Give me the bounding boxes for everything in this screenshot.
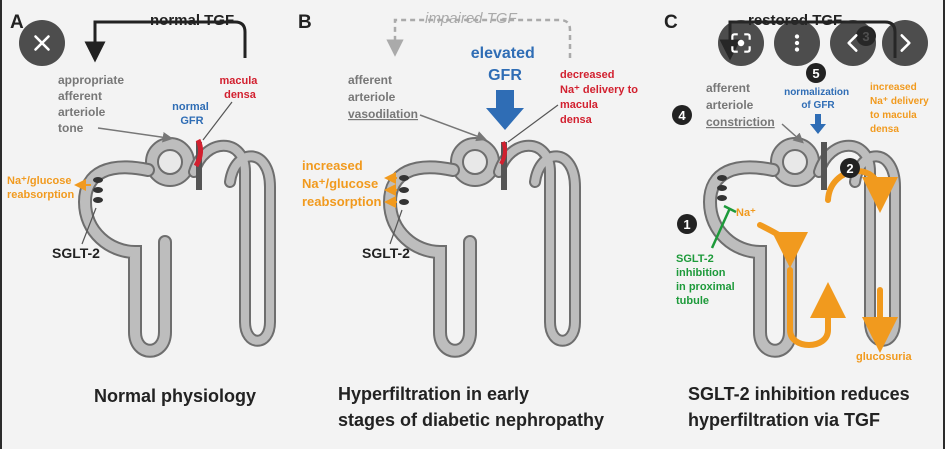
- panel-c-glucosuria-label: glucosuria: [856, 351, 913, 363]
- panel-b-afferent-pointer: [419, 114, 487, 142]
- panel-c: C restored TGF Na⁺ SGLT-2 inhibition in …: [664, 12, 931, 430]
- panel-a-letter: A: [10, 12, 24, 33]
- panel-b-letter: B: [298, 12, 312, 33]
- next-button[interactable]: [882, 20, 928, 66]
- panel-b-macula-label: decreased Na⁺ delivery to macula densa: [560, 69, 641, 126]
- panel-a-macula-pointer: [202, 101, 233, 141]
- panel-b-tgf-label: impaired TGF: [425, 10, 518, 27]
- panel-b-sglt-transporters: [384, 172, 409, 208]
- panel-c-na-label: Na⁺: [736, 207, 756, 219]
- close-icon: [34, 35, 50, 51]
- panel-a-reabsorption-label: Na⁺/glucose reabsorption: [7, 175, 75, 201]
- panel-c-step-1: 1: [677, 214, 697, 234]
- panel-c-sglt-transporters: [717, 175, 727, 201]
- chevron-left-icon: [847, 34, 858, 52]
- panel-b-caption: Hyperfiltration in early stages of diabe…: [338, 384, 604, 430]
- panel-b-afferent-label: afferent arteriole vasodilation: [348, 73, 418, 121]
- panel-b-gfr-arrow: [486, 90, 524, 130]
- panel-c-gfr-label: normalization of GFR: [784, 87, 852, 111]
- panel-c-macula-label: increased Na⁺ delivery to macula densa: [870, 82, 931, 135]
- panel-a-sglt-pointer: [81, 207, 97, 245]
- svg-text:5: 5: [812, 66, 819, 81]
- chevron-right-icon: [900, 34, 911, 52]
- panel-a-macula-label: macula densa: [220, 75, 261, 101]
- more-options-button[interactable]: [774, 20, 820, 66]
- svg-text:1: 1: [683, 217, 690, 232]
- panel-b-sglt-pointer: [389, 209, 403, 245]
- panel-b: B impaired TGF elevated GFR afferent art…: [298, 10, 641, 430]
- panel-a-gfr-label: normal GFR: [172, 101, 212, 127]
- panel-c-step-2: 2: [840, 158, 860, 178]
- panel-a-sglt-transporters: [74, 177, 103, 203]
- panel-c-letter: C: [664, 12, 678, 33]
- panel-c-afferent-label: afferent arteriole constriction: [706, 81, 775, 129]
- panel-c-step-5: 5: [806, 63, 826, 83]
- panel-a-afferent-label: appropriate afferent arteriole tone: [58, 73, 127, 135]
- previous-button[interactable]: [830, 20, 876, 66]
- panel-a-tgf-arrow: [84, 20, 247, 63]
- panel-a-afferent-pointer: [97, 127, 174, 143]
- close-button[interactable]: [19, 20, 65, 66]
- panel-a-sglt-label: SGLT-2: [52, 245, 100, 261]
- panel-b-macula-mark: [499, 141, 508, 166]
- panel-b-reabsorption-label: increased Na⁺/glucose reabsorption: [302, 158, 382, 209]
- panel-b-tgf-arrow: [386, 18, 572, 58]
- panel-c-gfr-arrow: [810, 114, 826, 134]
- panel-c-inhibition-label: SGLT-2 inhibition in proximal tubule: [676, 253, 738, 307]
- svg-text:2: 2: [846, 161, 853, 176]
- panel-b-gfr-label: elevated GFR: [471, 45, 540, 84]
- panel-c-caption: SGLT-2 inhibition reduces hyperfiltratio…: [688, 384, 915, 430]
- svg-text:4: 4: [678, 108, 686, 123]
- more-vert-icon: [794, 34, 800, 52]
- panel-c-afferent-pointer: [781, 123, 804, 144]
- panel-b-macula-pointer: [507, 104, 559, 143]
- panel-b-sglt-label: SGLT-2: [362, 245, 410, 261]
- panel-a-macula-mark: [193, 138, 204, 168]
- lens-search-button[interactable]: [718, 20, 764, 66]
- panel-a: A normal TGF appropriate afferent arteri…: [7, 12, 270, 406]
- panel-a-tgf-label: normal TGF: [150, 12, 234, 29]
- panel-a-caption: Normal physiology: [94, 386, 256, 406]
- panel-c-inhibition-line: [710, 207, 732, 249]
- lens-icon: [731, 33, 751, 53]
- panel-c-inhibition-bar: [723, 204, 737, 214]
- panel-c-step-4: 4: [672, 105, 692, 125]
